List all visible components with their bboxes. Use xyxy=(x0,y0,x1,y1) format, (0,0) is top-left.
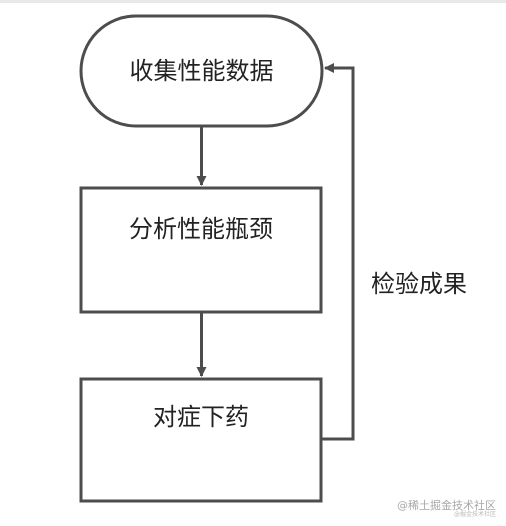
top-border xyxy=(0,0,506,3)
edge-loop-label: 检验成果 xyxy=(371,270,467,298)
node-collect-label: 收集性能数据 xyxy=(130,57,274,85)
node-targeted-treatment: 对症下药 xyxy=(79,377,323,503)
watermark-subtext: @掘金技术社区 xyxy=(453,511,496,518)
node-analyze-bottleneck: 分析性能瓶颈 xyxy=(79,186,323,314)
watermark-text: @稀土掘金技术社区 xyxy=(397,499,496,512)
edge-feedback-loop xyxy=(321,63,355,441)
watermark: @稀土掘金技术社区 @掘金技术社区 xyxy=(397,500,496,518)
process-shape xyxy=(79,377,323,503)
node-collect-performance-data: 收集性能数据 xyxy=(79,14,324,128)
process-shape xyxy=(79,186,323,314)
node-treat-label: 对症下药 xyxy=(153,403,249,431)
node-analyze-label: 分析性能瓶颈 xyxy=(129,215,273,243)
